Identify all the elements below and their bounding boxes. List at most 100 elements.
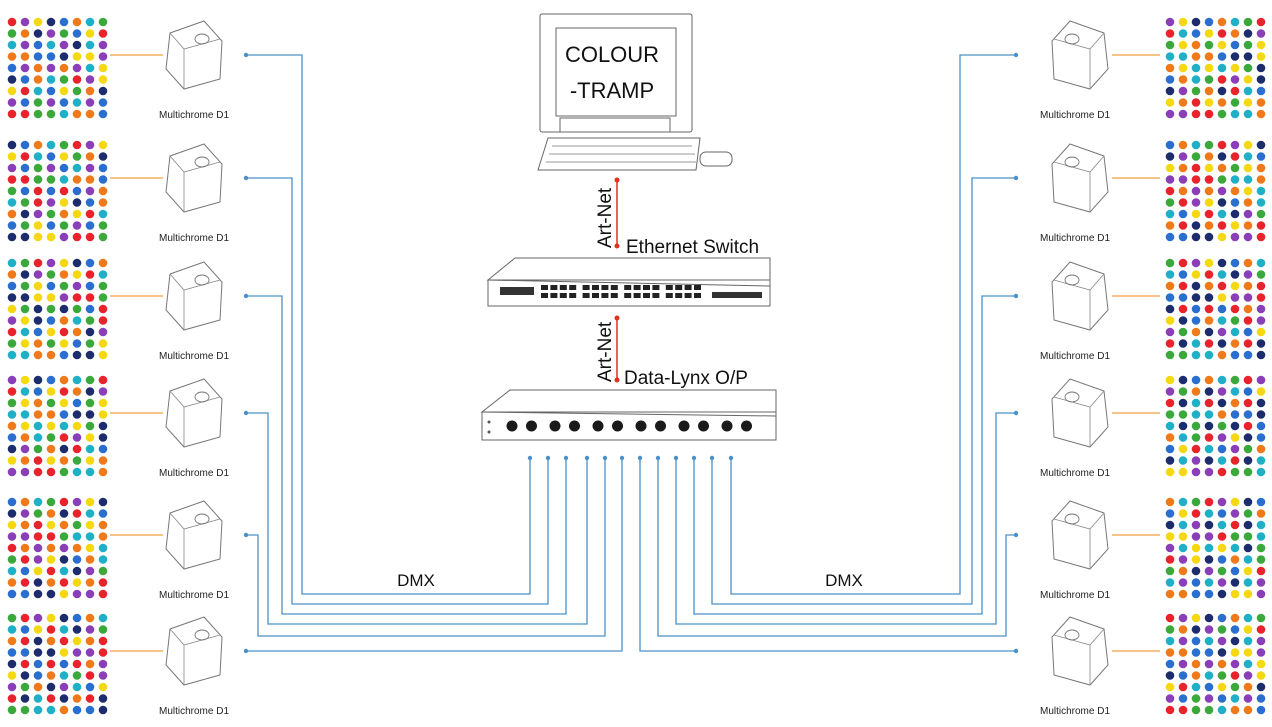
led-pixel [85, 659, 95, 669]
led-pixel [20, 221, 30, 230]
led-pixel [98, 410, 108, 419]
data-lynx-label: Data-Lynx O/P [624, 368, 748, 389]
led-pixel [1217, 17, 1227, 27]
led-pixel [85, 566, 95, 576]
led-pixel [1178, 456, 1188, 465]
led-pixel [1256, 316, 1266, 325]
led-pixel [7, 613, 17, 623]
led-pixel [1191, 98, 1201, 107]
led-pixel [20, 327, 30, 337]
led-pixel [72, 86, 82, 96]
led-pixel [1178, 40, 1188, 50]
led-pixel [20, 209, 30, 219]
led-pixel [85, 270, 95, 279]
fixture-edges [1053, 512, 1105, 569]
led-pixel [1178, 327, 1188, 337]
fixture-lens [194, 629, 210, 641]
led-pixel [98, 375, 108, 385]
dmx-connector-dot [243, 648, 249, 654]
switch-front-panel [487, 279, 771, 307]
led-pixel [46, 63, 56, 73]
led-pixel [1217, 387, 1227, 396]
fixture-lens [194, 391, 210, 403]
led-pixel [59, 444, 69, 454]
led-pixel [7, 520, 17, 530]
led-pixel [98, 659, 108, 669]
led-pixel [1256, 532, 1266, 541]
led-pixel [72, 625, 82, 634]
led-pixel [20, 456, 30, 465]
led-pixel [59, 304, 69, 314]
led-pixel [59, 270, 69, 279]
dmx-connector-dot [1013, 648, 1019, 654]
led-pixel [1230, 175, 1240, 184]
led-pixel [1230, 339, 1240, 348]
dmx-connector-dot [673, 455, 679, 461]
led-pixel [20, 98, 30, 107]
led-pixel [1191, 543, 1201, 553]
led-pixel [1191, 109, 1201, 119]
led-pixel [85, 152, 95, 161]
led-pixel [1204, 648, 1214, 657]
screen-text-line2: -TRAMP [570, 78, 654, 103]
led-pixel [1191, 258, 1201, 268]
led-pixel [1230, 705, 1240, 715]
led-pixel [1204, 520, 1214, 530]
led-pixel [85, 304, 95, 314]
led-pixel [1217, 613, 1227, 623]
led-pixel [1230, 40, 1240, 50]
led-pixel [7, 17, 17, 27]
panel-screw [487, 430, 491, 434]
led-pixel [1204, 163, 1214, 173]
led-pixel [1243, 327, 1253, 337]
dmx-connector-dot [728, 455, 734, 461]
led-pixel [1191, 636, 1201, 646]
dmx-cable [246, 177, 549, 605]
led-pixel [1165, 270, 1175, 279]
led-pixel [1243, 555, 1253, 564]
led-pixel [1217, 63, 1227, 73]
led-pixel [7, 98, 17, 107]
led-pixel [85, 52, 95, 61]
led-pixel [1230, 152, 1240, 161]
data-lynx-front-panel [481, 411, 777, 441]
led-pixel [1178, 589, 1188, 599]
led-pixel [1178, 293, 1188, 302]
led-pixel [46, 109, 56, 119]
led-pixel [1178, 270, 1188, 279]
led-pixel [98, 52, 108, 61]
led-pixel [20, 63, 30, 73]
led-pixel [98, 398, 108, 408]
led-pixel [46, 520, 56, 530]
led-pixel [1230, 509, 1240, 518]
led-pixel [1243, 198, 1253, 207]
led-pixel [1204, 339, 1214, 348]
led-pixel [98, 221, 108, 230]
xlr-port [506, 420, 518, 432]
led-pixel [1256, 444, 1266, 454]
led-pixel [1178, 339, 1188, 348]
dmx-cable [246, 295, 567, 615]
led-pixel [1243, 175, 1253, 184]
mouse [699, 151, 733, 167]
led-pixel [1204, 705, 1214, 715]
led-pixel [1165, 682, 1175, 692]
led-pixel [46, 387, 56, 396]
led-pixel [1204, 198, 1214, 207]
led-pixel [1217, 316, 1227, 325]
led-pixel [1204, 281, 1214, 291]
led-pixel [85, 589, 95, 599]
data-lynx-node [480, 389, 777, 441]
led-pixel [72, 636, 82, 646]
led-pixel [1204, 258, 1214, 268]
led-pixel [1165, 140, 1175, 150]
led-pixel [1191, 40, 1201, 50]
led-pixel [20, 375, 30, 385]
led-pixel [98, 648, 108, 657]
led-pixel [7, 40, 17, 50]
led-pixel [98, 555, 108, 564]
led-pixel [1230, 694, 1240, 703]
led-pixel [20, 532, 30, 541]
led-pixel [85, 281, 95, 291]
led-pixel [7, 532, 17, 541]
